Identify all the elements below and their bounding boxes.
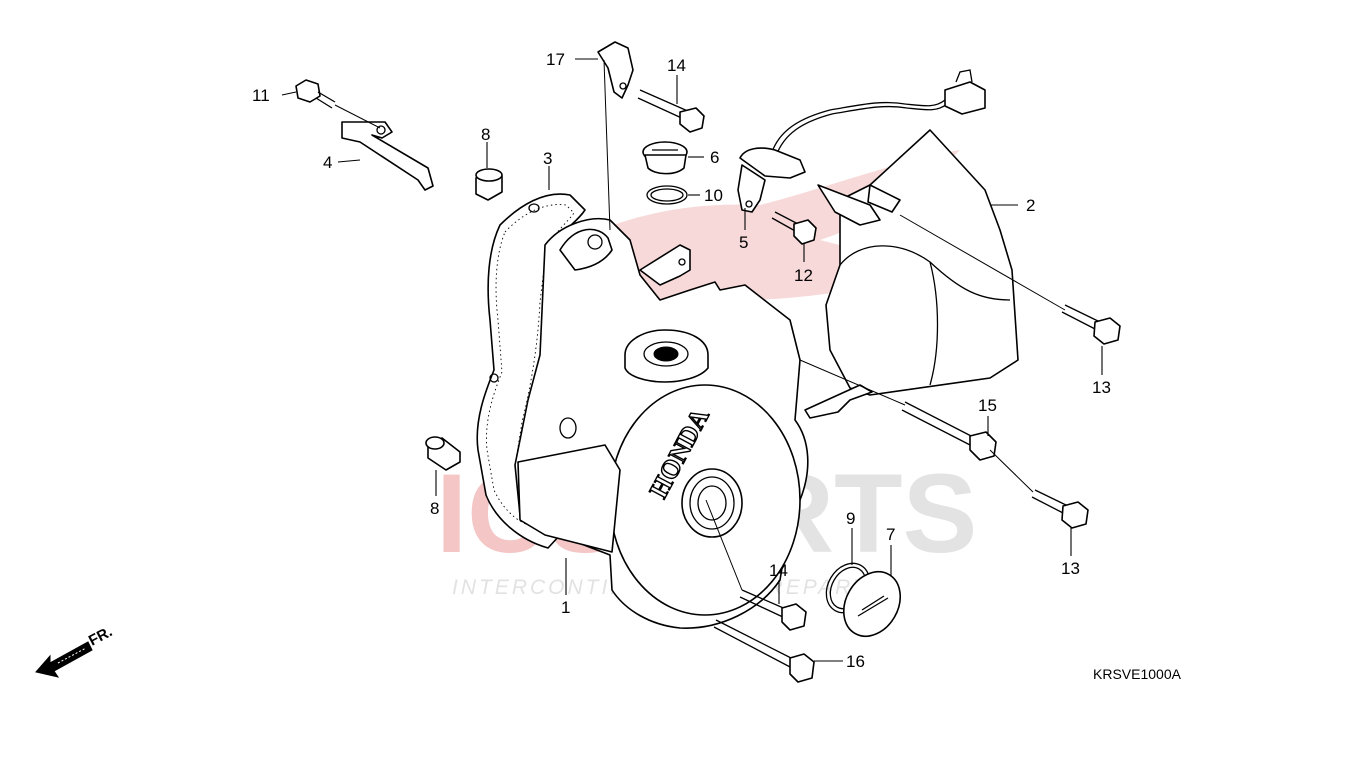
callout-16: 16 bbox=[846, 652, 865, 671]
bolt-16 bbox=[713, 619, 815, 683]
callout-labels: 11 4 8 3 17 14 6 10 5 12 2 13 15 13 8 1 … bbox=[252, 50, 1111, 671]
part-dowel-pin-upper bbox=[475, 168, 503, 201]
callout-11: 11 bbox=[252, 86, 270, 105]
bolt-15 bbox=[901, 401, 997, 461]
callout-17: 17 bbox=[546, 50, 565, 69]
callout-5: 5 bbox=[739, 233, 748, 252]
callout-8-lower: 8 bbox=[430, 499, 439, 518]
callout-14-upper: 14 bbox=[667, 56, 686, 75]
part-o-ring-small bbox=[646, 185, 688, 205]
diagram-code: KRSVE1000A bbox=[1093, 666, 1182, 682]
part-oil-filler-cap bbox=[642, 141, 688, 175]
part-left-crankcase-cover: HONDA bbox=[514, 218, 809, 629]
callout-15: 15 bbox=[978, 396, 997, 415]
callout-10: 10 bbox=[704, 186, 723, 205]
callout-7: 7 bbox=[886, 525, 895, 544]
bolt-14-upper bbox=[637, 89, 705, 133]
front-direction-indicator: FR. bbox=[35, 623, 115, 678]
callout-9: 9 bbox=[846, 509, 855, 528]
callout-13-upper: 13 bbox=[1092, 378, 1111, 397]
callout-14-lower: 14 bbox=[769, 561, 788, 580]
bolt-11 bbox=[295, 79, 336, 109]
part-stay bbox=[597, 41, 634, 99]
part-wire-harness bbox=[737, 69, 986, 213]
callout-3: 3 bbox=[543, 149, 552, 168]
callout-8-upper: 8 bbox=[481, 125, 490, 144]
bolt-13-upper bbox=[1061, 304, 1121, 345]
callout-2: 2 bbox=[1026, 196, 1035, 215]
bolt-14-lower bbox=[739, 589, 807, 631]
part-generator-cover bbox=[804, 129, 1019, 419]
bolt-12 bbox=[771, 211, 817, 245]
callout-13-lower: 13 bbox=[1061, 559, 1080, 578]
alignment-lines bbox=[334, 59, 1066, 591]
callout-4: 4 bbox=[323, 153, 332, 172]
bolt-13-lower bbox=[1031, 489, 1089, 529]
callout-1: 1 bbox=[561, 598, 570, 617]
front-arrow-icon bbox=[35, 641, 93, 678]
callout-6: 6 bbox=[710, 148, 719, 167]
part-clamp bbox=[341, 121, 434, 191]
callout-12: 12 bbox=[794, 266, 813, 285]
part-dowel-pin-lower bbox=[425, 436, 461, 471]
callout-leaders bbox=[281, 58, 1103, 662]
part-hole-cap bbox=[842, 571, 902, 637]
